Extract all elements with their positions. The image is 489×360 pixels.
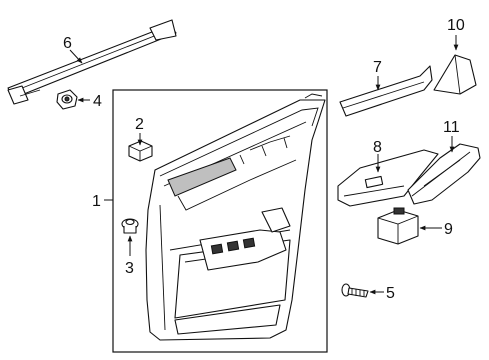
part-6-weatherstrip — [7, 19, 177, 105]
callout-9: 9 — [444, 221, 453, 238]
part-3-push-clip — [121, 218, 139, 234]
callout-1: 1 — [92, 193, 101, 210]
callout-10: 10 — [447, 17, 465, 34]
part-10-corner-trim — [433, 54, 477, 95]
part-11-armrest — [407, 143, 481, 205]
callout-3: 3 — [125, 260, 134, 277]
leader-6 — [69, 49, 83, 64]
part-4-clip — [56, 89, 78, 110]
part-1-door-trim-panel — [145, 93, 326, 341]
part-9-window-switch — [377, 207, 419, 245]
callout-8: 8 — [373, 139, 382, 156]
callout-11: 11 — [443, 119, 460, 136]
callout-5: 5 — [386, 285, 395, 302]
part-5-screw — [341, 283, 369, 298]
callout-4: 4 — [93, 93, 102, 110]
assembly-frame — [112, 89, 328, 353]
callout-2: 2 — [135, 116, 144, 133]
part-7-garnish-strip — [339, 65, 433, 117]
callout-7: 7 — [373, 59, 382, 76]
callout-6: 6 — [63, 35, 72, 52]
part-8-switch-panel — [337, 149, 439, 207]
